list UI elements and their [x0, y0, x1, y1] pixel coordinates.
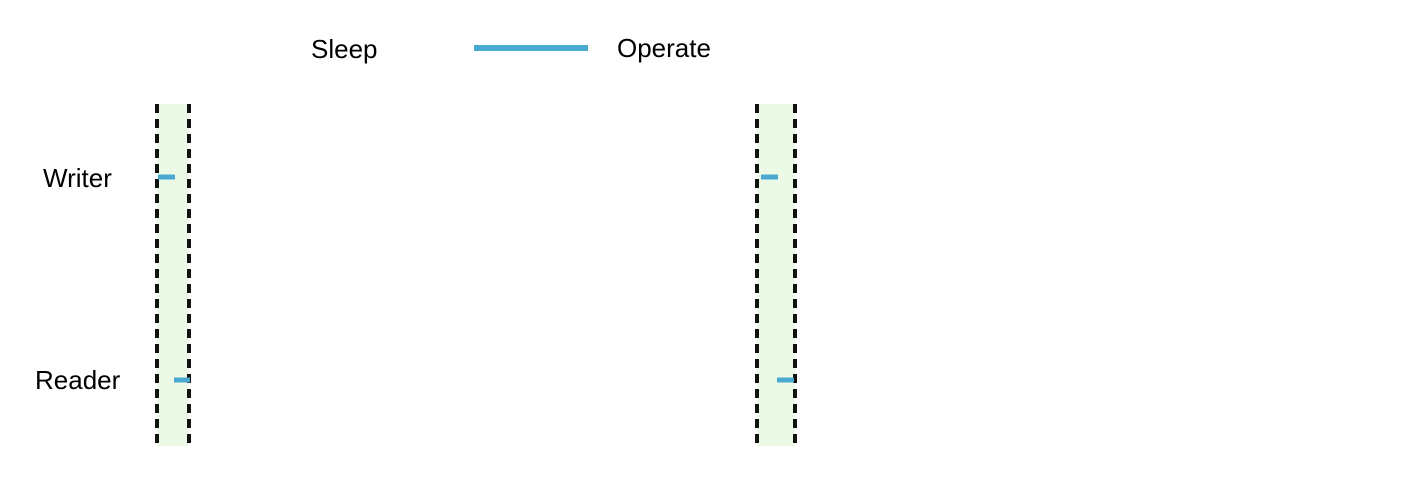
- row-label-writer: Writer: [43, 163, 112, 193]
- row-label-reader: Reader: [35, 365, 121, 395]
- operation-window-1: [157, 104, 189, 446]
- legend: [155, 45, 588, 53]
- window-boundaries: [155, 104, 797, 446]
- operation-windows: [157, 104, 795, 446]
- legend-sleep-label: Sleep: [311, 34, 378, 64]
- reader-track: [174, 375, 1362, 383]
- operation-window-2: [757, 104, 795, 446]
- legend-operate-label: Operate: [617, 33, 711, 63]
